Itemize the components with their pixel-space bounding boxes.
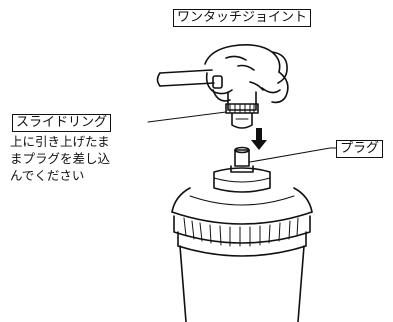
plug-leader: [249, 147, 337, 163]
instruction-line: 上に引き上げたま: [10, 134, 110, 149]
one-touch-joint-label: ワンタッチジョイント: [173, 9, 312, 27]
one-touch-joint: [225, 91, 259, 129]
slide-ring-label: スライドリング: [12, 114, 112, 132]
instruction-line: んでください: [10, 168, 85, 183]
slide-ring-leader: [147, 111, 227, 123]
instruction-line: まプラグを差し込: [10, 151, 111, 166]
instruction-text: 上に引き上げたま まプラグを差し込 んでください: [10, 133, 150, 184]
plug-label: プラグ: [336, 140, 384, 158]
cartridge: [171, 187, 313, 322]
down-arrow-icon: [251, 128, 267, 150]
hose: [156, 69, 215, 87]
plug: [213, 146, 271, 193]
hand-icon: [204, 44, 289, 104]
